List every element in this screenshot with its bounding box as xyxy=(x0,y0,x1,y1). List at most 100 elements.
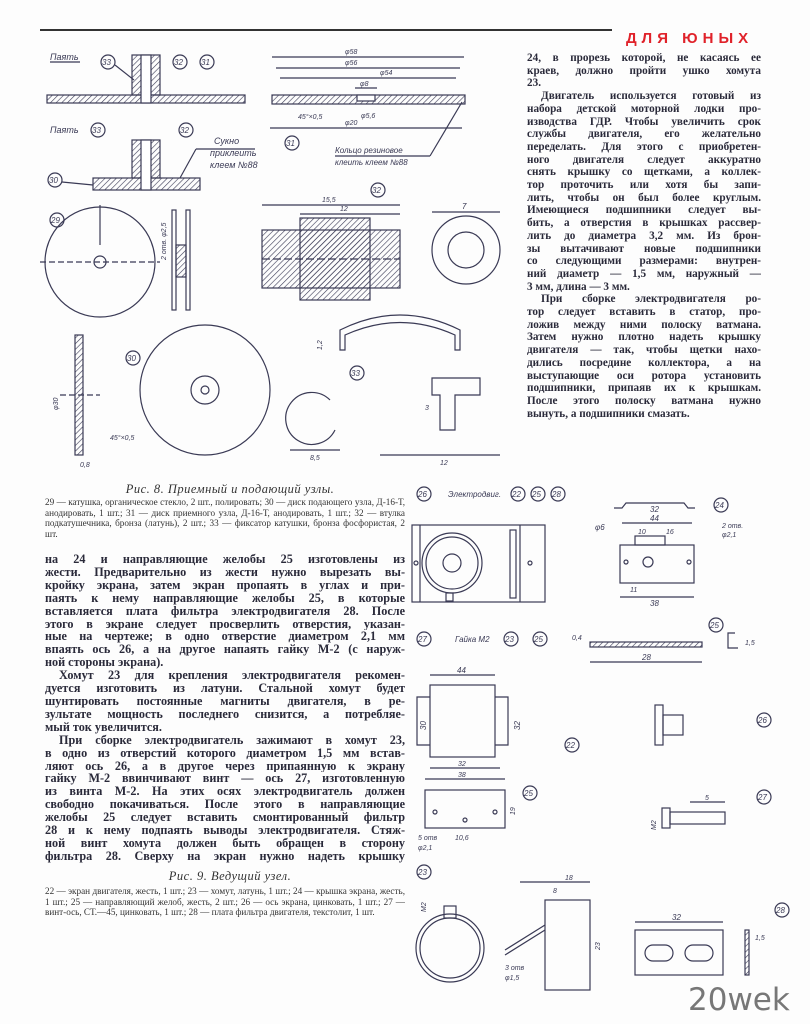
motor-assembly: 26 Электродвиг. 22 25 28 27 Гайка М2 23 … xyxy=(411,486,566,647)
text-line: фильтра 28. Сверху на экран нужно надеть… xyxy=(45,849,405,863)
spool-29: 29 2 отв. φ2,5 xyxy=(40,205,191,318)
text-line: впаять ось 26, а на другое напаять гайку… xyxy=(45,643,405,657)
guide-25: 28 0,4 1,5 25 xyxy=(572,617,755,663)
text-line: Имеющиеся подшипники следует вы- xyxy=(527,204,761,217)
dim-8: 8 xyxy=(553,888,557,895)
bushing-32-end-view: 7 xyxy=(431,202,501,285)
callout-26b: 26 xyxy=(757,716,767,725)
callout-33: 33 xyxy=(102,58,111,67)
fig9-caption: Рис. 9. Ведущий узел. xyxy=(168,869,292,883)
text-line: 28 и к нему подпаять выводы электродвига… xyxy=(45,824,405,837)
callout-27: 27 xyxy=(417,635,427,644)
dim-holes: 2 отв. φ2,5 xyxy=(161,222,168,261)
axle-26: 26 xyxy=(654,704,772,746)
callout-31b: 31 xyxy=(286,139,295,148)
text-line: двигателя — так, чтобы щетки нахо- xyxy=(527,344,761,357)
text-line: в одно из отверстий которого диаметром 1… xyxy=(45,746,405,760)
text-line: службы двигателя, его желательно xyxy=(527,128,761,141)
dim-5: 5 xyxy=(705,795,709,802)
dim-38: 38 xyxy=(650,599,659,608)
holes-5-label: 5 отв xyxy=(418,835,438,842)
callout-23b: 23 xyxy=(417,868,427,877)
text-line: паять к нему направляющие желобы 25, в к… xyxy=(45,591,405,605)
text-line: изводства ГДР. Чтобы увеличить срок xyxy=(527,115,761,128)
dim-8-5: 8,5 xyxy=(310,455,320,462)
callout-30b: 30 xyxy=(127,354,136,363)
text-line: этого в экране следует просверлить отвер… xyxy=(45,617,405,631)
dim-chamfer-2: 45°×0,5 xyxy=(110,434,135,442)
dim-1-5b: 1,5 xyxy=(755,935,765,942)
dim-23: 23 xyxy=(595,942,602,951)
text-line: выступающие оси ротора установить xyxy=(527,369,761,382)
section-title: ДЛЯ ЮНЫХ xyxy=(626,30,754,47)
thread-m2: М2 xyxy=(651,820,658,830)
dim-10-6: 10,6 xyxy=(455,835,469,842)
fig8-caption: Рис. 8. Приемный и подающий узлы. xyxy=(125,482,335,496)
text-line: подшипники, припаяв их к крышкам. xyxy=(527,382,761,395)
dim-12b: 12 xyxy=(440,460,448,467)
text-line: 24, в прорезь которой, не касаясь ее xyxy=(527,52,761,64)
cloth-label-1: Сукно xyxy=(214,136,239,146)
motor-label: Электродвиг. xyxy=(448,490,501,499)
callout-28b: 28 xyxy=(775,906,785,915)
text-line: зы вытачивают новые подшипники xyxy=(527,242,761,255)
watermark: 20wek xyxy=(688,982,790,1018)
callout-25b: 25 xyxy=(533,635,543,644)
text-line: зультате мощность последнего снизится, а… xyxy=(45,707,405,721)
receiving-assembly-section: Паять 33 32 31 xyxy=(46,52,246,104)
text-line: ного двигателя следует аккуратно xyxy=(527,153,761,166)
dim-d56b: φ5,6 xyxy=(361,113,375,120)
holes-2-label: 2 отв. xyxy=(721,523,743,530)
clamp-23: М2 23 18 8 23 3 отв φ1,5 xyxy=(415,864,602,991)
dim-32c: 32 xyxy=(458,761,466,768)
text-line: снять крышку со щетками, а коллек- xyxy=(527,166,761,179)
bushing-32: 15,5 12 32 xyxy=(261,182,401,301)
callout-30: 30 xyxy=(49,176,58,185)
dim-d56: φ56 xyxy=(345,60,357,67)
cover-24: 32 44 10 16 φ6 2 отв. φ2,1 38 11 24 xyxy=(595,497,743,608)
hole-d21b: φ2,1 xyxy=(418,845,432,852)
text-line: ний диаметр — 1,5 мм, наружный — xyxy=(527,267,761,280)
text-line: 3 мм, длина — 3 мм. xyxy=(527,280,630,293)
dim-3: 3 xyxy=(425,405,429,412)
dim-11: 11 xyxy=(630,587,637,594)
dim-d30: φ30 xyxy=(53,398,60,410)
dim-d8: φ8 xyxy=(360,81,369,88)
callout-28: 28 xyxy=(551,490,561,499)
text-line: бить, а отверстия в крышках рассвер- xyxy=(527,217,761,230)
text-line: гайку М-2 ввинчивают винт — ось 27, изго… xyxy=(45,772,405,786)
callout-24: 24 xyxy=(714,501,724,510)
text-line: Хомут 23 для крепления электродвигателя … xyxy=(59,669,405,683)
ring-label-1: Кольцо резиновое xyxy=(335,146,403,155)
main-text-column: на 24 и направляющие желобы 25 изготовле… xyxy=(45,553,405,863)
text-line: желобы 25 следует вставить смонтированны… xyxy=(45,811,405,825)
text-line: жести. Предварительно из жести нужно выр… xyxy=(45,565,405,579)
text-line: дились посредине коллектора, а на xyxy=(527,356,761,369)
callout-26: 26 xyxy=(417,490,427,499)
dim-15-5: 15,5 xyxy=(322,197,336,204)
dim-d20: φ20 xyxy=(345,120,357,127)
dim-44: 44 xyxy=(650,514,659,523)
cloth-label-2: приклеить xyxy=(210,148,257,158)
text-line: тор проточить или хотя бы запи- xyxy=(527,179,761,192)
filter-board-28: 32 1,5 28 xyxy=(634,902,790,976)
callout-29: 29 xyxy=(50,216,60,225)
callout-23: 23 xyxy=(504,635,514,644)
callout-32b: 32 xyxy=(180,126,189,135)
text-line: на 24 и направляющие желобы 25 изготовле… xyxy=(45,553,405,566)
dim-7: 7 xyxy=(462,202,467,211)
dim-1-5: 1,5 xyxy=(745,640,755,647)
callout-33b: 33 xyxy=(92,126,101,135)
hole-d21: φ2,1 xyxy=(722,532,736,539)
text-line: кройку экрана, затем экран пропаять в уг… xyxy=(45,578,405,592)
cloth-label-3: клеем №88 xyxy=(210,160,258,170)
dim-18: 18 xyxy=(565,875,573,882)
text-line: ляют ось 26, а в другое через припаянную… xyxy=(45,759,405,773)
fig9-legend: 22 — экран двигателя, жесть, 1 шт.; 23 —… xyxy=(45,886,405,918)
text-line: со следующими размерами: внутрен- xyxy=(527,255,761,268)
text-line: Затем нужно плотно надеть крышку xyxy=(527,331,761,344)
solder-label-2: Паять xyxy=(50,125,79,135)
text-line: лить, чтобы он был более круглым. xyxy=(527,191,761,204)
callout-22b: 22 xyxy=(565,741,575,750)
